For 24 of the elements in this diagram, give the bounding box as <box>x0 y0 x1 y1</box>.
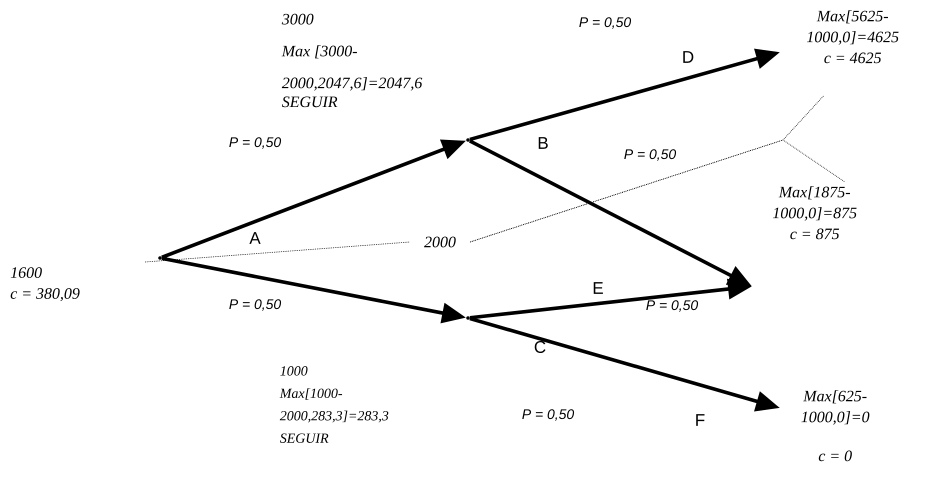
probability-label: P = 0,50 <box>229 137 282 149</box>
node-letter: A <box>249 232 261 244</box>
node-letter: C <box>534 341 546 353</box>
value-text: Max[5625- 1000,0]=4625 c = 4625 <box>806 10 899 64</box>
value-text: 2000 <box>424 236 456 248</box>
node-letter: F <box>696 414 704 426</box>
probability-label: P = 0,50 <box>646 300 698 312</box>
probability-label: P = 0,50 <box>624 149 676 161</box>
branch-point <box>466 138 470 142</box>
branch-point <box>158 256 162 260</box>
node-letter: D <box>683 51 694 63</box>
value-text: Max[625- 1000,0]=0 c = 0 <box>801 390 870 462</box>
value-text: 1600 c = 380,09 <box>10 267 80 302</box>
dotted-line <box>144 242 410 262</box>
probability-label: P = 0,50 <box>229 299 282 311</box>
probability-label: P = 0,50 <box>522 409 574 421</box>
node-letter: B <box>538 137 548 149</box>
dotted-line <box>470 140 846 242</box>
node-letter: E <box>594 282 603 294</box>
value-text: 3000 Max [3000- 2000,2047,6]=2047,6 SEGUIR <box>282 14 422 108</box>
probability-label: P = 0,50 <box>579 17 632 29</box>
branch-point <box>466 316 470 320</box>
value-text: Max[1875- 1000,0]=875 c = 875 <box>772 186 857 240</box>
value-text: 1000 Max[1000- 2000,283,3]=283,3 SEGUIR <box>280 366 388 443</box>
